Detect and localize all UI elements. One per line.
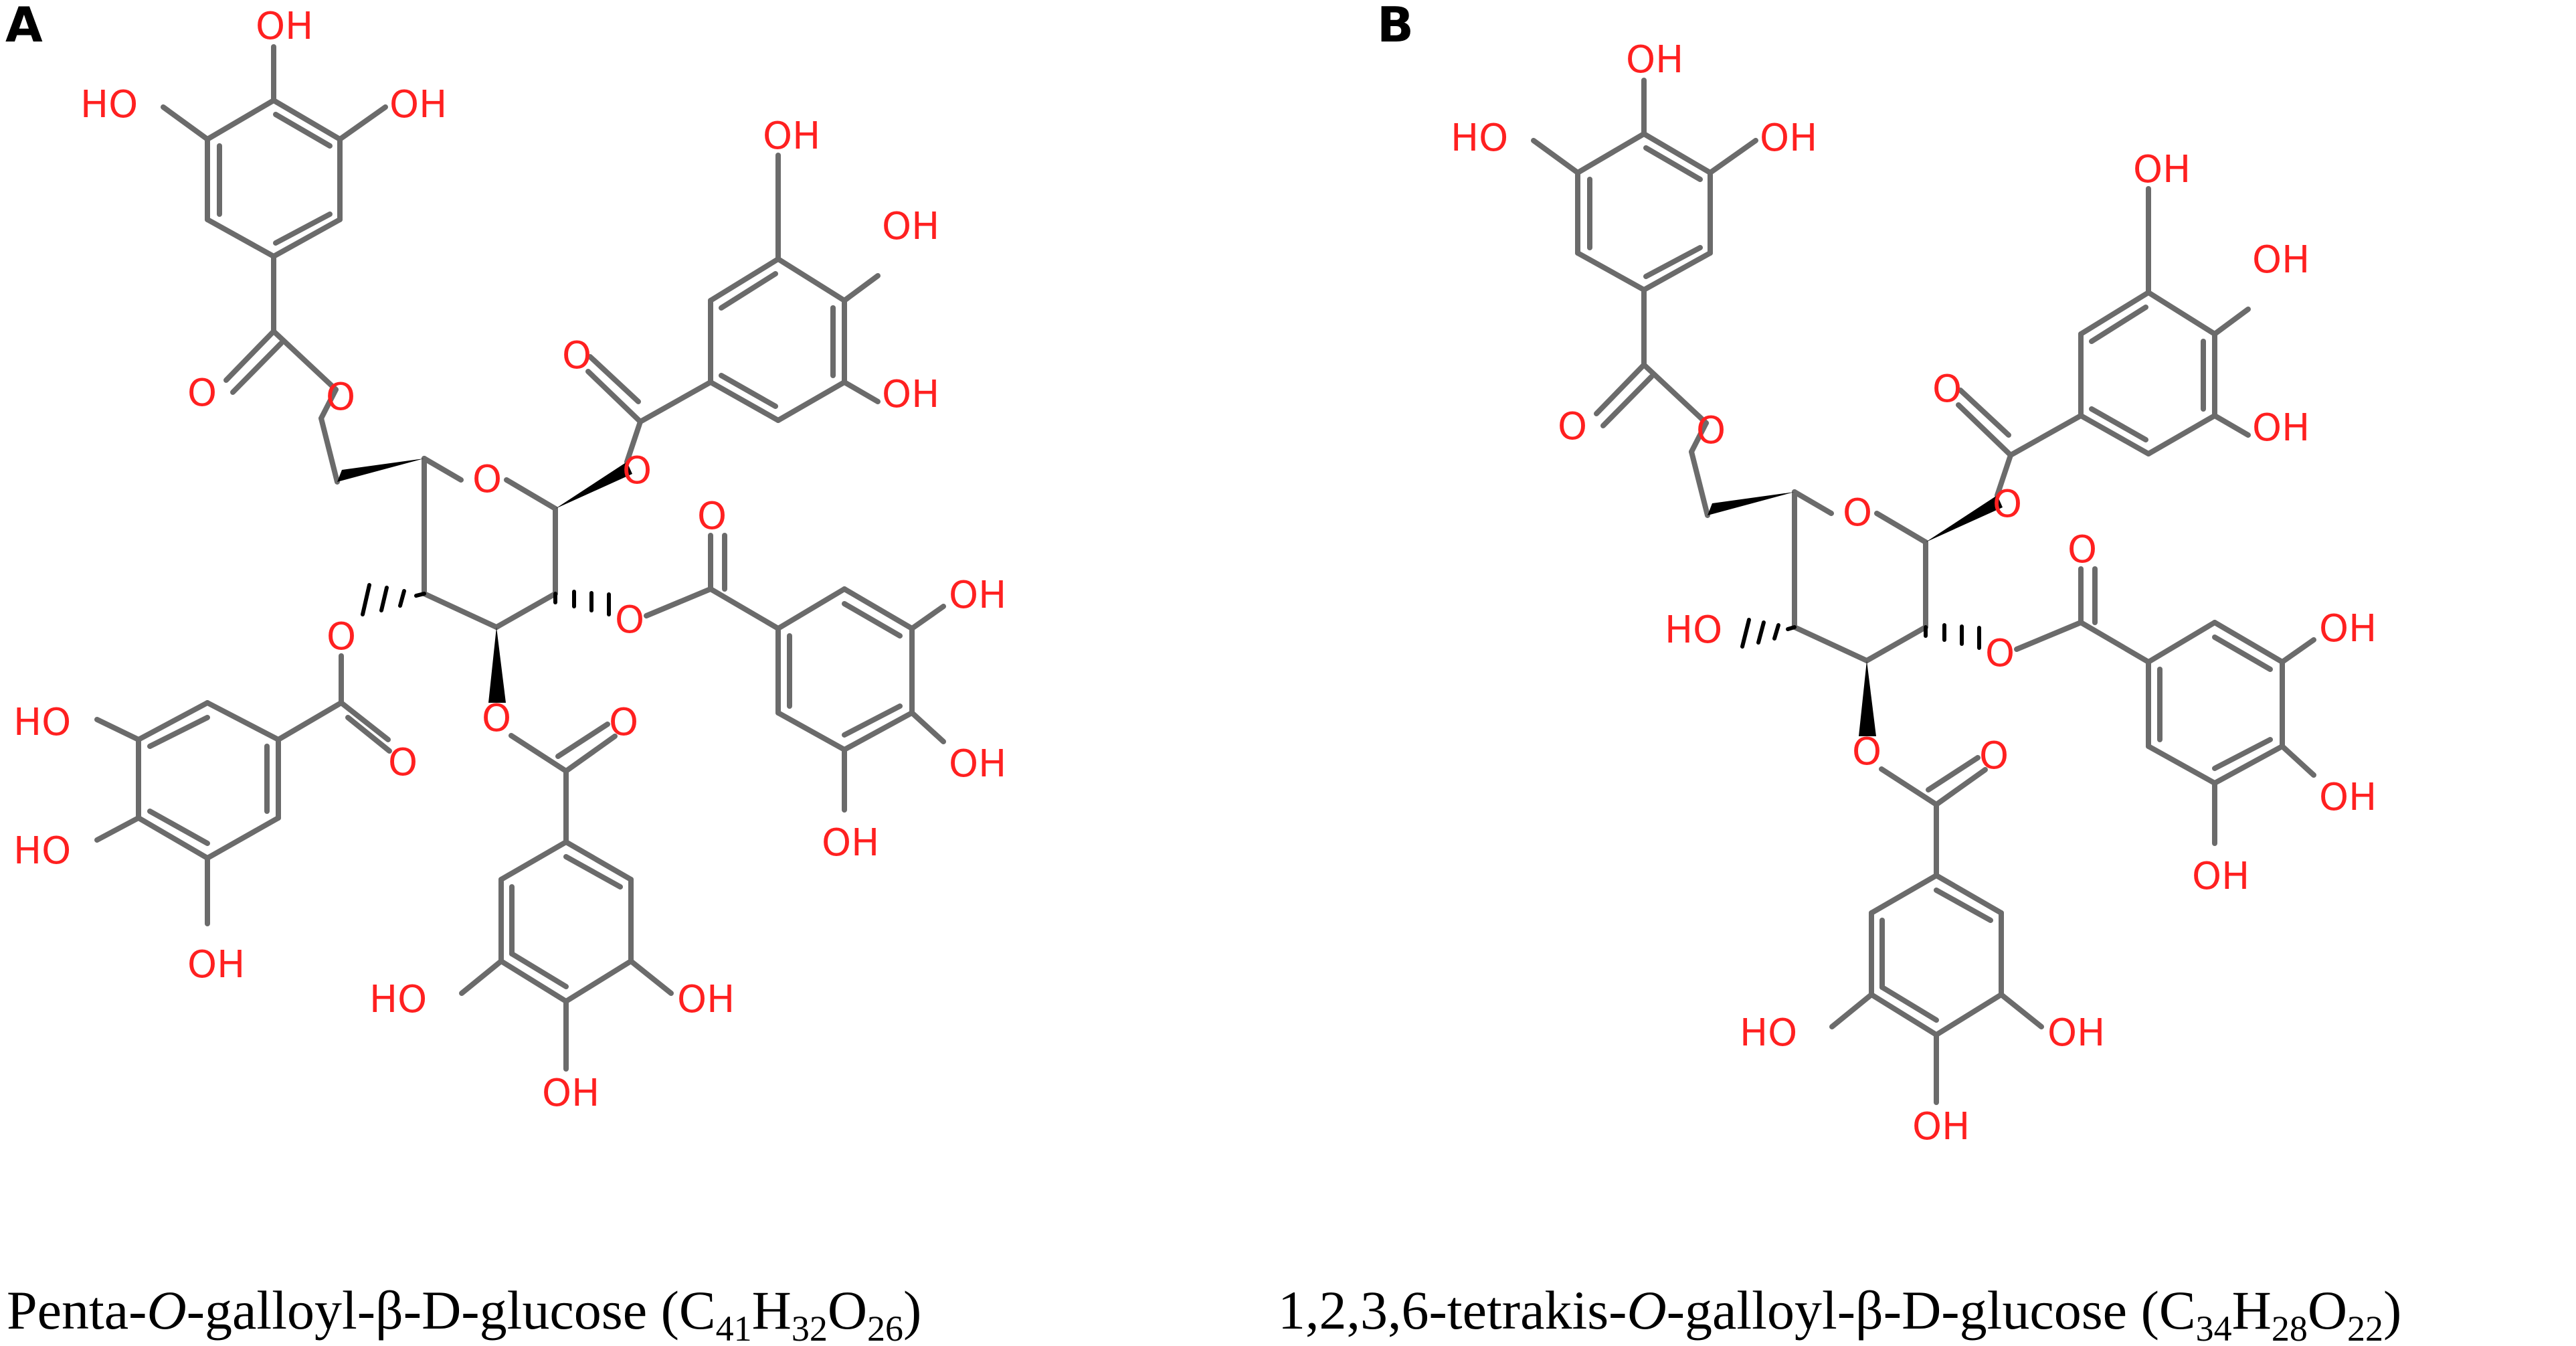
- panel-b-bonds: [1531, 78, 2316, 1105]
- panel-a-label: A: [5, 0, 43, 53]
- panel-a-atom-labels: OH HO OH O O O OH OH OH O O O O OH OH OH…: [13, 5, 1006, 1115]
- panel-b-label: B: [1377, 0, 1414, 53]
- atom-oh: OH: [2319, 607, 2377, 651]
- atom-oh: OH: [2047, 1011, 2105, 1055]
- atom-o: O: [482, 697, 511, 740]
- panel-a-stereo-bonds: [337, 458, 632, 703]
- atom-oh: OH: [949, 574, 1006, 617]
- atom-o: O: [187, 371, 217, 415]
- atom-o-ring: O: [472, 458, 502, 501]
- atom-oh: OH: [882, 205, 939, 248]
- atom-o: O: [609, 701, 638, 744]
- atom-o: O: [1993, 483, 2022, 526]
- atom-oh: OH: [1760, 116, 1817, 160]
- atom-oh: OH: [187, 943, 245, 987]
- atom-oh: OH: [389, 83, 447, 127]
- atom-ho: HO: [1451, 116, 1508, 160]
- atom-o: O: [1932, 367, 1962, 411]
- atom-o: O: [615, 598, 644, 642]
- atom-ho: HO: [80, 83, 138, 127]
- panel-a-caption: Penta-O-galloyl-β-D-glucose (C41H32O26): [7, 1280, 921, 1346]
- panel-b-structure: B: [1377, 0, 2377, 1149]
- atom-ho: HO: [13, 701, 71, 744]
- atom-oh: OH: [2252, 406, 2310, 450]
- atom-ho: HO: [1740, 1011, 1797, 1055]
- atom-oh: OH: [1626, 38, 1683, 82]
- atom-o: O: [622, 449, 652, 493]
- atom-o: O: [1979, 734, 2009, 778]
- atom-oh: OH: [1912, 1105, 1970, 1149]
- panel-a-bonds: [94, 44, 946, 1072]
- atom-o: O: [2067, 528, 2097, 572]
- atom-oh: OH: [822, 821, 879, 865]
- atom-oh: OH: [2252, 238, 2310, 282]
- atom-ho: HO: [13, 829, 71, 873]
- atom-o: O: [1696, 409, 1726, 452]
- panel-a-structure: A: [5, 0, 1006, 1115]
- atom-o: O: [1558, 405, 1587, 448]
- atom-o: O: [1985, 632, 2015, 675]
- atom-o: O: [388, 741, 418, 784]
- atom-oh: OH: [2133, 148, 2191, 191]
- atom-oh: OH: [677, 978, 735, 1021]
- atom-oh: OH: [763, 114, 820, 158]
- atom-o: O: [697, 495, 727, 538]
- panel-b-atom-labels: OH HO OH O O O OH OH OH O O O O OH OH OH…: [1451, 38, 2377, 1149]
- atom-ho: HO: [1665, 608, 1722, 652]
- atom-oh: OH: [882, 373, 939, 416]
- atom-o: O: [327, 615, 356, 659]
- atom-oh: OH: [542, 1072, 600, 1115]
- atom-ho: HO: [369, 978, 427, 1021]
- atom-o: O: [562, 334, 591, 377]
- atom-oh: OH: [2192, 855, 2249, 898]
- panel-b-caption: 1,2,3,6-tetrakis-O-galloyl-β-D-glucose (…: [1278, 1280, 2401, 1346]
- atom-oh: OH: [256, 5, 313, 48]
- atom-oh: OH: [949, 742, 1006, 786]
- atom-o: O: [326, 375, 355, 419]
- atom-o: O: [1852, 730, 1881, 774]
- atom-o-ring: O: [1843, 491, 1872, 535]
- panel-b-stereo-bonds: [1708, 492, 2003, 736]
- atom-oh: OH: [2319, 776, 2377, 819]
